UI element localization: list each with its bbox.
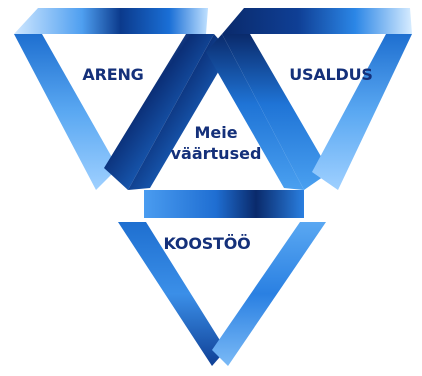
center-triangle [128, 34, 304, 218]
usaldus-top-bar [222, 8, 412, 34]
areng-left-side [14, 34, 118, 190]
label-center-line1: Meie [194, 123, 238, 142]
label-usaldus: USALDUS [289, 65, 373, 84]
label-koostoo: KOOSTÖÖ [163, 234, 251, 253]
usaldus-left-side [222, 34, 330, 190]
koostoo-left-side [118, 222, 226, 366]
areng-triangle [14, 8, 214, 190]
center-right-side [206, 34, 304, 190]
koostoo-right-side [212, 222, 326, 366]
usaldus-right-side [312, 34, 412, 190]
usaldus-triangle [222, 8, 412, 190]
areng-right-side [104, 34, 214, 190]
label-areng: ARENG [82, 65, 144, 84]
label-center: Meie väärtused [156, 122, 276, 164]
label-center-line2: väärtused [170, 144, 262, 163]
koostoo-triangle [118, 222, 326, 366]
center-base-bar [144, 190, 304, 218]
center-left-side [128, 34, 230, 190]
areng-top-bar [14, 8, 208, 34]
